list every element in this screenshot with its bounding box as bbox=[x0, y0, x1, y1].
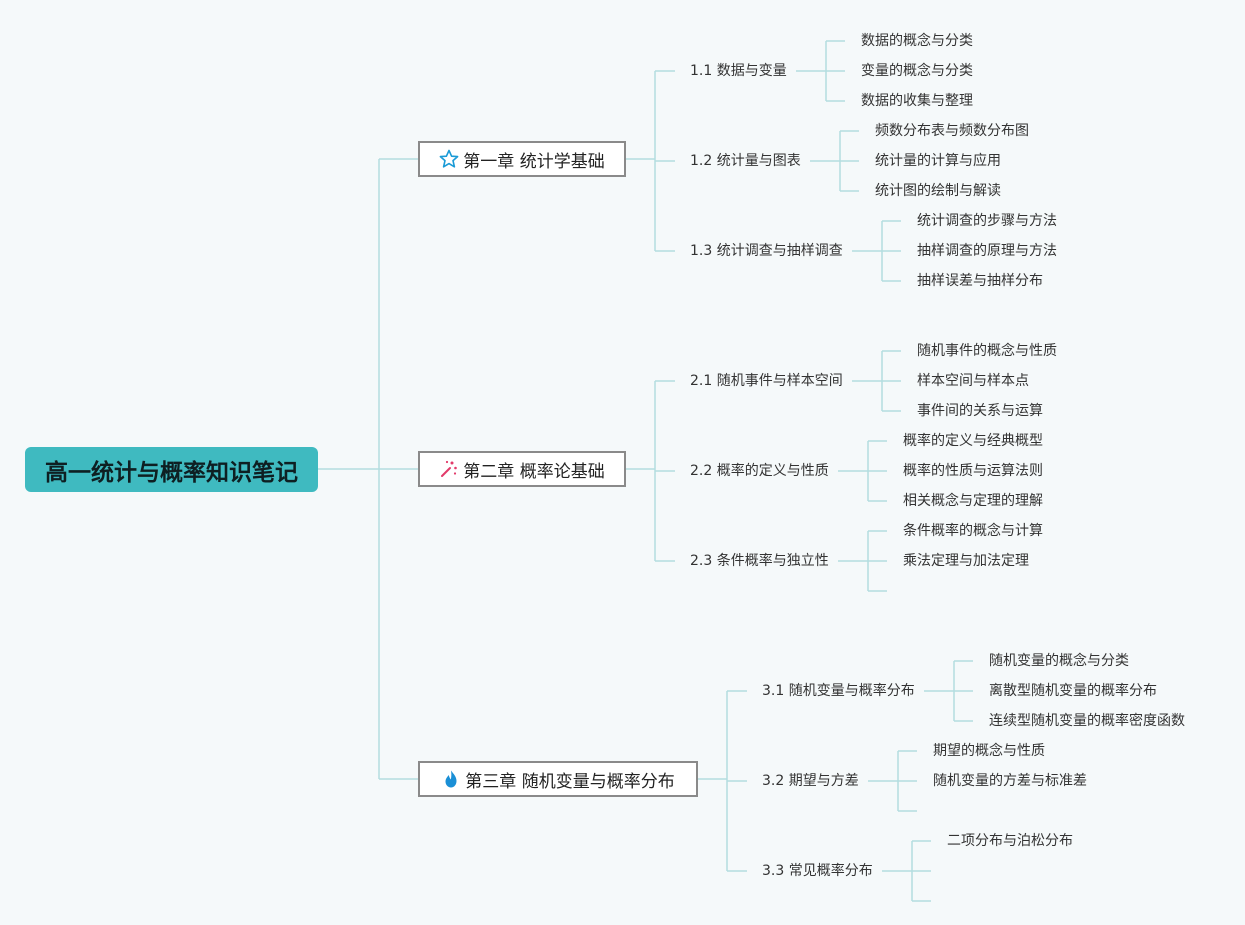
leaf-1-1-2[interactable]: 变量的概念与分类 bbox=[861, 63, 973, 79]
leaf-3-1-3[interactable]: 连续型随机变量的概率密度函数 bbox=[989, 713, 1185, 729]
chapter-1-title: 第一章 统计学基础 bbox=[463, 151, 605, 172]
star-icon bbox=[439, 149, 459, 168]
section-1-1[interactable]: 1.1 数据与变量 bbox=[690, 63, 787, 79]
leaf-3-1-2[interactable]: 离散型随机变量的概率分布 bbox=[989, 683, 1157, 699]
leaf-2-3-1[interactable]: 条件概率的概念与计算 bbox=[903, 523, 1043, 539]
leaf-1-2-1[interactable]: 频数分布表与频数分布图 bbox=[875, 123, 1029, 139]
leaf-2-2-2[interactable]: 概率的性质与运算法则 bbox=[903, 463, 1043, 479]
leaf-3-2-2[interactable]: 随机变量的方差与标准差 bbox=[933, 773, 1087, 789]
section-2-1[interactable]: 2.1 随机事件与样本空间 bbox=[690, 373, 843, 389]
chapter-2-title: 第二章 概率论基础 bbox=[463, 461, 605, 482]
leaf-2-3-2[interactable]: 乘法定理与加法定理 bbox=[903, 553, 1029, 569]
section-2-2[interactable]: 2.2 概率的定义与性质 bbox=[690, 463, 829, 479]
leaf-1-2-2[interactable]: 统计量的计算与应用 bbox=[875, 153, 1001, 169]
chapter-2-node[interactable]: 第二章 概率论基础 bbox=[418, 451, 626, 487]
leaf-1-3-2[interactable]: 抽样调查的原理与方法 bbox=[917, 243, 1057, 259]
leaf-2-1-1[interactable]: 随机事件的概念与性质 bbox=[917, 343, 1057, 359]
root-topic[interactable]: 高一统计与概率知识笔记 bbox=[25, 447, 318, 492]
flame-icon bbox=[445, 770, 457, 788]
chapter-1-node[interactable]: 第一章 统计学基础 bbox=[418, 141, 626, 177]
leaf-1-3-3[interactable]: 抽样误差与抽样分布 bbox=[917, 273, 1043, 289]
section-1-3[interactable]: 1.3 统计调查与抽样调查 bbox=[690, 243, 843, 259]
chapter-3-node[interactable]: 第三章 随机变量与概率分布 bbox=[418, 761, 698, 797]
section-1-2[interactable]: 1.2 统计量与图表 bbox=[690, 153, 801, 169]
section-3-3[interactable]: 3.3 常见概率分布 bbox=[762, 863, 873, 879]
section-2-3[interactable]: 2.3 条件概率与独立性 bbox=[690, 553, 829, 569]
chapter-3-title: 第三章 随机变量与概率分布 bbox=[465, 771, 675, 792]
section-3-1[interactable]: 3.1 随机变量与概率分布 bbox=[762, 683, 915, 699]
sparkle-wand-icon bbox=[441, 460, 458, 477]
leaf-2-2-1[interactable]: 概率的定义与经典概型 bbox=[903, 433, 1043, 449]
leaf-1-2-3[interactable]: 统计图的绘制与解读 bbox=[875, 183, 1001, 199]
leaf-3-1-1[interactable]: 随机变量的概念与分类 bbox=[989, 653, 1129, 669]
leaf-3-3-1[interactable]: 二项分布与泊松分布 bbox=[947, 833, 1073, 849]
leaf-2-1-2[interactable]: 样本空间与样本点 bbox=[917, 373, 1029, 389]
section-3-2[interactable]: 3.2 期望与方差 bbox=[762, 773, 859, 789]
leaf-2-2-3[interactable]: 相关概念与定理的理解 bbox=[903, 493, 1043, 509]
root-title: 高一统计与概率知识笔记 bbox=[45, 459, 298, 486]
leaf-1-1-1[interactable]: 数据的概念与分类 bbox=[861, 33, 973, 49]
leaf-2-1-3[interactable]: 事件间的关系与运算 bbox=[917, 403, 1043, 419]
leaf-1-1-3[interactable]: 数据的收集与整理 bbox=[861, 93, 973, 109]
leaf-3-2-1[interactable]: 期望的概念与性质 bbox=[933, 743, 1045, 759]
leaf-1-3-1[interactable]: 统计调查的步骤与方法 bbox=[917, 213, 1057, 229]
